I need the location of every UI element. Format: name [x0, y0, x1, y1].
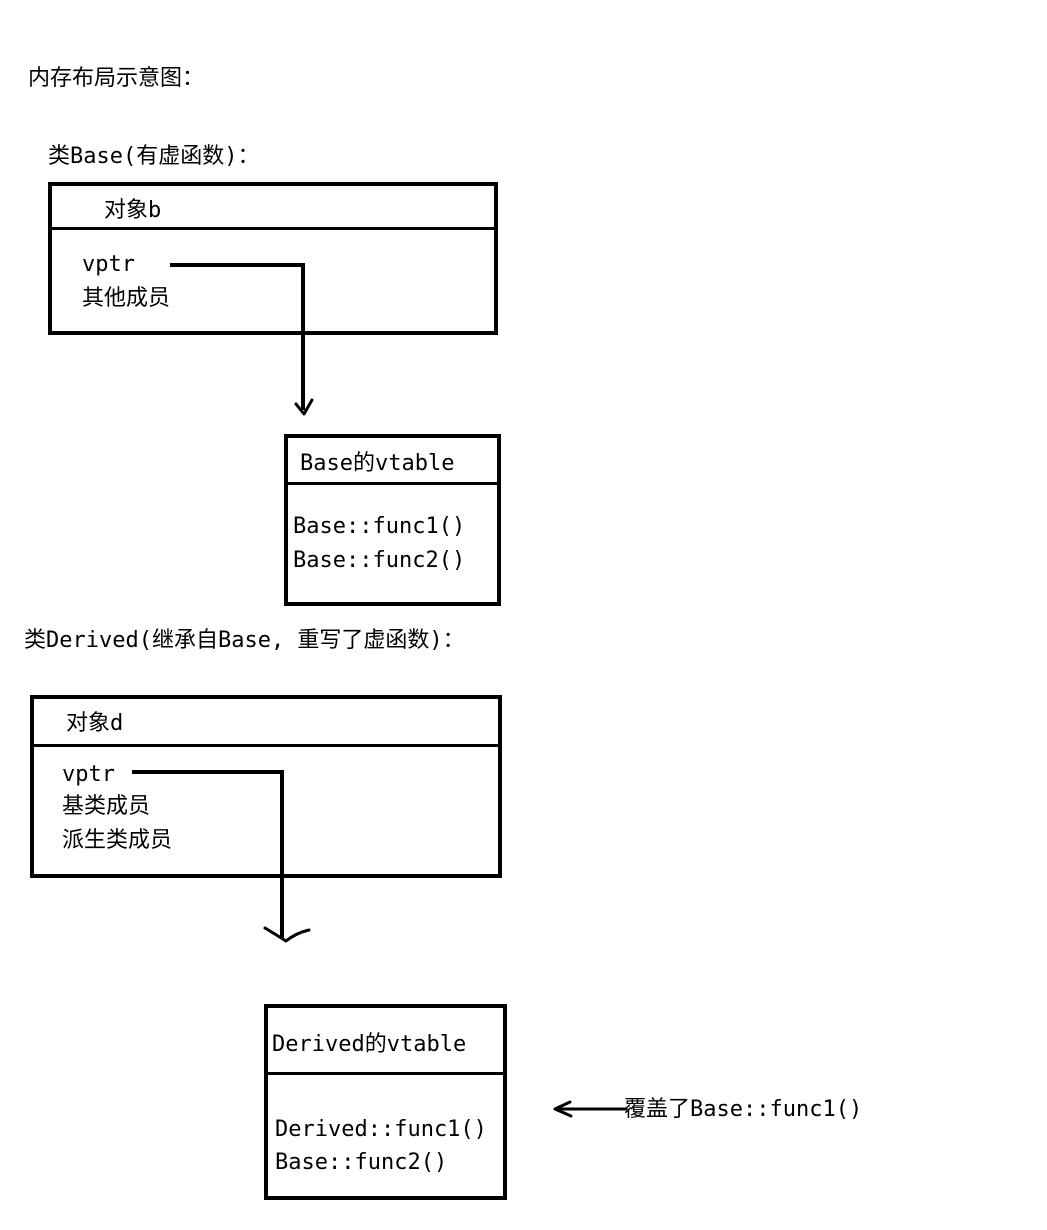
object-d-divider [34, 744, 498, 747]
derived-vtable-divider [268, 1072, 503, 1075]
override-arrowhead [553, 1100, 573, 1118]
object-b-divider [52, 227, 494, 230]
base-vtable-box: Base的vtable Base::func1() Base::func2() [284, 434, 501, 606]
object-b-box: 对象b vptr 其他成员 [48, 182, 498, 335]
object-d-vptr: vptr [62, 762, 115, 787]
base-vtable-entry-func1: Base::func1() [293, 514, 466, 539]
derived-vptr-arrowhead [263, 926, 311, 943]
derived-section-heading: 类Derived(继承自Base, 重写了虚函数)： [24, 628, 465, 653]
override-annotation: 覆盖了Base::func1() [624, 1097, 863, 1122]
derived-vtable-entry-func2: Base::func2() [275, 1150, 448, 1175]
base-vtable-divider [288, 482, 497, 485]
object-d-box: 对象d vptr 基类成员 派生类成员 [30, 695, 502, 878]
base-vtable-header: Base的vtable [300, 451, 455, 476]
object-d-header: 对象d [66, 711, 124, 736]
page-title: 内存布局示意图： [28, 66, 205, 91]
base-vptr-arrowhead [294, 398, 314, 416]
object-d-derived-members: 派生类成员 [62, 828, 173, 853]
object-b-other-members: 其他成员 [82, 286, 171, 311]
object-d-base-members: 基类成员 [62, 794, 151, 819]
object-b-vptr: vptr [82, 252, 135, 277]
derived-vtable-entry-func1: Derived::func1() [275, 1117, 487, 1142]
object-b-header: 对象b [104, 198, 162, 223]
base-vtable-entry-func2: Base::func2() [293, 548, 466, 573]
base-section-heading: 类Base(有虚函数)： [48, 144, 260, 169]
derived-vtable-header: Derived的vtable [272, 1032, 467, 1057]
derived-vtable-box: Derived的vtable Derived::func1() Base::fu… [264, 1004, 507, 1200]
